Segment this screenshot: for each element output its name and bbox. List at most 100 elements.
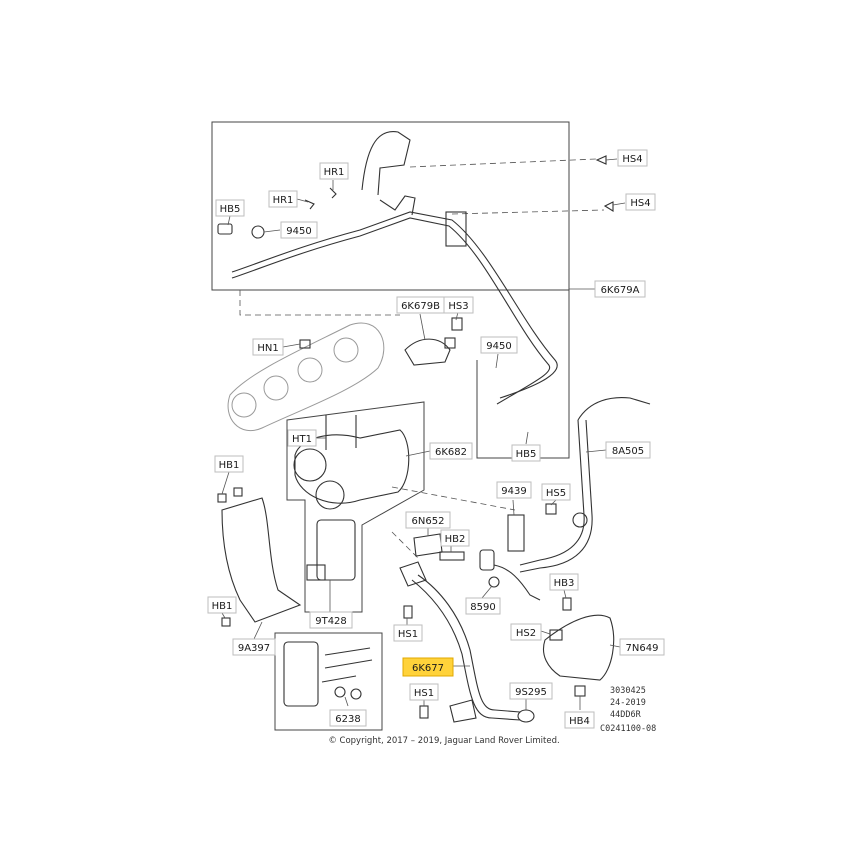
label-hb1-a[interactable]: HB1 — [214, 455, 244, 473]
svg-text:9439: 9439 — [501, 486, 526, 497]
label-hb4[interactable]: HB4 — [564, 711, 595, 729]
ref-line-hs4-b — [451, 209, 605, 215]
label-6k677[interactable]: 6K677 — [402, 657, 454, 677]
label-hs1-b[interactable]: HS1 — [409, 683, 439, 701]
svg-text:HS4: HS4 — [630, 198, 650, 209]
actuator-kit-frame — [274, 632, 383, 731]
coolant-pipe-upper-outline — [231, 217, 551, 405]
label-6k679a[interactable]: 6K679A — [594, 280, 646, 298]
coolant-return-short — [493, 564, 541, 601]
label-hs1-a[interactable]: HS1 — [393, 624, 423, 642]
svg-text:8590: 8590 — [470, 602, 495, 613]
oil-feed-bracket — [404, 338, 451, 366]
screw-hs4-a — [595, 155, 607, 165]
label-hs4-b[interactable]: HS4 — [625, 193, 656, 211]
copyright-text: © Copyright, 2017 – 2019, Jaguar Land Ro… — [328, 736, 559, 746]
label-hb2[interactable]: HB2 — [440, 529, 470, 547]
label-hs2[interactable]: HS2 — [510, 623, 542, 641]
svg-text:9450: 9450 — [486, 341, 511, 352]
bolt-hb3 — [562, 597, 572, 611]
screw-hs5 — [545, 503, 557, 515]
svg-text:HB5: HB5 — [516, 449, 537, 460]
upper-pipe-frame — [211, 121, 570, 291]
label-hb5-b[interactable]: HB5 — [511, 444, 541, 462]
label-9s295[interactable]: 9S295 — [509, 682, 553, 700]
label-ht1[interactable]: HT1 — [287, 429, 317, 447]
label-6k682[interactable]: 6K682 — [429, 442, 473, 460]
banjo-bolt-hb2 — [439, 551, 465, 561]
coolant-pipe-upper — [231, 211, 558, 399]
svg-text:HN1: HN1 — [257, 343, 278, 354]
banjo-bolt-hb5-a — [217, 223, 233, 235]
ref-line-hs4-a — [409, 158, 597, 168]
kit-clip-1 — [334, 686, 346, 698]
exhaust-manifold-ghost — [227, 322, 385, 432]
svg-text:HS4: HS4 — [622, 154, 642, 165]
bolt-hb1-c — [221, 617, 231, 627]
label-6n652[interactable]: 6N652 — [405, 511, 451, 529]
label-6k679b[interactable]: 6K679B — [396, 296, 445, 314]
label-9450-b[interactable]: 9450 — [480, 336, 518, 354]
svg-text:9S295: 9S295 — [515, 687, 547, 698]
heat-shield — [221, 497, 302, 623]
mounting-bracket-7n649 — [542, 614, 615, 681]
manifold-port-2 — [263, 375, 289, 401]
svg-text:HS2: HS2 — [516, 628, 536, 639]
screw-hs1-b — [419, 705, 429, 719]
label-hr1-b[interactable]: HR1 — [268, 190, 298, 208]
bolt-hb1-a — [217, 493, 227, 503]
label-hr1-a[interactable]: HR1 — [319, 162, 349, 180]
label-hb3[interactable]: HB3 — [549, 573, 579, 591]
label-8a505[interactable]: 8A505 — [605, 441, 651, 459]
svg-text:HB3: HB3 — [554, 578, 575, 589]
label-hn1[interactable]: HN1 — [252, 338, 284, 356]
hose-clip-9s295 — [517, 709, 535, 723]
gasket-6n652 — [413, 533, 443, 557]
meta-line-4: C0241100-08 — [600, 724, 656, 734]
svg-text:9450: 9450 — [286, 226, 311, 237]
meta-line-3: 44DD6R — [610, 710, 642, 720]
screw-hs4-b — [603, 201, 614, 212]
svg-text:HS1: HS1 — [398, 629, 418, 640]
pipe-bracket-lower — [449, 699, 477, 723]
turbo-compressor-outlet — [315, 480, 345, 510]
label-9a397[interactable]: 9A397 — [232, 638, 276, 656]
label-6238[interactable]: 6238 — [329, 709, 367, 727]
svg-text:8A505: 8A505 — [612, 446, 644, 457]
label-hs5[interactable]: HS5 — [541, 483, 571, 501]
oil-return-flange — [399, 561, 427, 587]
turbo-compressor-inlet — [293, 448, 327, 482]
kit-bolt-2 — [324, 659, 373, 669]
replacement-actuator — [283, 641, 319, 707]
label-7n649[interactable]: 7N649 — [619, 638, 665, 656]
label-9450-a[interactable]: 9450 — [280, 221, 318, 239]
coolant-pipe-8a505 — [519, 419, 585, 566]
bracket-9439 — [507, 514, 525, 552]
svg-text:HB2: HB2 — [445, 534, 466, 545]
label-hs3[interactable]: HS3 — [443, 296, 474, 314]
manifold-port-4 — [333, 337, 359, 363]
svg-text:HB5: HB5 — [220, 204, 241, 215]
turbo-actuator — [316, 519, 356, 581]
svg-text:6K679B: 6K679B — [401, 301, 440, 312]
actuator-connector — [306, 564, 326, 581]
label-9439[interactable]: 9439 — [496, 481, 532, 499]
screw-hs3-a — [451, 317, 463, 331]
ref-line-9439 — [391, 486, 516, 511]
label-8590[interactable]: 8590 — [465, 597, 501, 615]
pipe-clamp — [572, 512, 588, 528]
label-hb1-b[interactable]: HB1 — [207, 596, 237, 614]
label-hs4-a[interactable]: HS4 — [617, 149, 648, 167]
svg-text:6K677: 6K677 — [412, 663, 444, 674]
kit-bolt-1 — [324, 647, 371, 656]
coolant-pipe-loop — [361, 131, 411, 196]
kit-bolt-3 — [321, 675, 357, 683]
bolt-hb4 — [574, 685, 586, 697]
label-9t428[interactable]: 9T428 — [309, 611, 353, 629]
label-hb5-a[interactable]: HB5 — [215, 199, 245, 217]
clamp-hr1-b — [304, 199, 315, 210]
washer-8590 — [488, 576, 500, 588]
screw-hs2 — [549, 629, 563, 641]
screw-hs1-a — [403, 605, 413, 619]
